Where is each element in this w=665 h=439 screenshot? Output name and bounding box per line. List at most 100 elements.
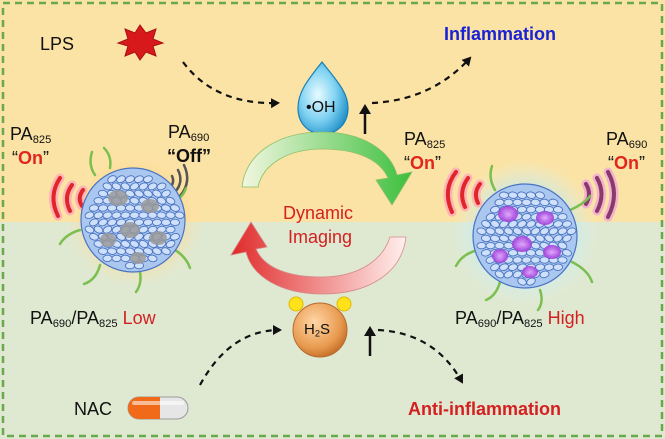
lps-to-oh-arrow <box>182 61 280 109</box>
nanoparticle-bead <box>129 182 140 191</box>
nanoparticle-bead <box>552 263 564 271</box>
nanoparticle-bead <box>494 241 505 250</box>
nanoparticle-bead <box>107 175 117 184</box>
nanoparticle-bead <box>553 234 563 243</box>
nanoparticle-bead <box>512 227 523 236</box>
nanoparticle-bead <box>138 240 149 248</box>
h2s-increase-arrow-icon <box>364 326 376 356</box>
right-pa825-state: “On” <box>404 153 441 173</box>
nanoparticle-bead <box>102 182 113 191</box>
lps-star-icon <box>116 24 165 61</box>
nanoparticle-bead <box>508 263 518 271</box>
cycle-arrow-red <box>230 221 407 295</box>
dynamic-label: Dynamic <box>283 203 354 223</box>
nanoparticle-bead <box>165 196 176 205</box>
nanoparticle-bead <box>503 198 514 207</box>
nanoparticle-bead <box>125 189 135 198</box>
nanoparticle-bead <box>521 227 532 236</box>
nanoparticle-bead <box>544 234 554 243</box>
nanoparticle-bead <box>111 182 122 191</box>
nanoparticle-bead <box>526 277 536 286</box>
nanoparticle-bead <box>161 204 171 212</box>
nanoparticle-bead <box>476 227 487 235</box>
nac-pill-icon <box>127 396 189 420</box>
nanoparticle-bead <box>517 220 527 228</box>
right-ratio-label: PA690/PA825 High <box>455 308 585 330</box>
h2s-sphere-icon <box>292 302 348 358</box>
nanoparticle-bead <box>476 241 487 250</box>
imaging-label: Imaging <box>288 227 353 247</box>
nanoparticle-bead <box>548 227 559 236</box>
nanoparticle-bead <box>134 175 144 184</box>
nanoparticle-bead <box>111 254 122 263</box>
nanoparticle-bead <box>499 263 509 272</box>
nanoparticle-bead <box>174 211 185 219</box>
left-ratio-label: PA690/PA825 Low <box>30 308 156 330</box>
h2s-label: H2S <box>304 321 331 339</box>
nanoparticle-bead <box>143 189 153 198</box>
nanoparticle-bead <box>566 227 577 235</box>
nanoparticle-bead <box>89 232 99 241</box>
nanoparticle-bead <box>557 213 568 221</box>
nanoparticle-bead <box>562 249 572 257</box>
right-pa690-state: “On” <box>608 153 645 173</box>
nanoparticle-bead <box>143 175 153 183</box>
nanoparticle-bead <box>498 191 510 199</box>
nac-to-h2s-arrow <box>199 325 282 386</box>
right-nanoparticle-icon <box>454 164 594 312</box>
nanoparticle-bead <box>526 191 536 199</box>
left-nanoparticle-icon <box>58 146 192 294</box>
nanoparticle-bead <box>499 234 509 243</box>
nanoparticle-bead <box>490 263 500 272</box>
anti-inflammation-label: Anti-inflammation <box>408 399 561 419</box>
nanoparticle-bead <box>125 175 135 184</box>
nanoparticle-bead <box>494 227 505 236</box>
nanoparticle-bead <box>535 191 545 199</box>
nanoparticle-bead <box>521 198 532 207</box>
nanoparticle-bead <box>165 240 176 248</box>
nanoparticle-bead <box>102 225 113 234</box>
nanoparticle-bead <box>120 182 131 191</box>
nanoparticle-bead <box>138 211 149 219</box>
nanoparticle-bead <box>89 218 99 227</box>
h2s-to-antiinflammation-arrow <box>377 328 463 384</box>
nanoparticle-bead <box>481 220 491 228</box>
nanoparticle-bead <box>152 189 162 198</box>
nanoparticle-bead <box>156 182 167 191</box>
nanoparticle-bead <box>494 270 505 279</box>
nanoparticle-bead <box>562 234 572 243</box>
nanoparticle-bead <box>503 227 514 236</box>
right-pa825-signal-icon <box>443 167 485 217</box>
right-pa690-label: PA690 <box>606 129 648 151</box>
nanoparticle-bead <box>134 189 144 198</box>
nanoparticle-bead <box>116 175 126 184</box>
nanoparticle-bead <box>503 270 514 279</box>
nanoparticle-bead <box>120 254 131 263</box>
nanoparticle-bead <box>107 218 117 227</box>
right-pa825-label: PA825 <box>404 129 446 151</box>
nanoparticle-bead <box>84 225 95 234</box>
nanoparticle-bead <box>490 220 500 228</box>
left-pa825-state: “On” <box>12 148 49 168</box>
nanoparticle-bead <box>152 247 162 256</box>
nanoparticle-bead <box>93 225 104 234</box>
nanoparticle-bead <box>165 225 176 234</box>
nanoparticle-bead <box>97 204 109 212</box>
nanoparticle-bead <box>129 197 140 205</box>
nanoparticle-bead <box>530 227 541 236</box>
nanoparticle-bead <box>125 247 135 255</box>
oh-label: •OH <box>306 99 336 116</box>
nanoparticle-bead <box>170 204 180 212</box>
nanoparticle-bead <box>526 220 536 228</box>
nanoparticle-bead <box>124 204 136 212</box>
h2s-h-atom-left <box>288 296 304 312</box>
oh-to-inflammation-arrow <box>371 56 472 105</box>
nanoparticle-bead <box>485 241 496 250</box>
nanoparticle-bead <box>97 247 109 255</box>
nanoparticle-bead <box>512 270 523 279</box>
nanoparticle-bead <box>120 240 131 248</box>
nanoparticle-bead <box>151 218 163 227</box>
nanoparticle-bead <box>156 196 167 205</box>
nanoparticle-bead <box>561 220 573 228</box>
